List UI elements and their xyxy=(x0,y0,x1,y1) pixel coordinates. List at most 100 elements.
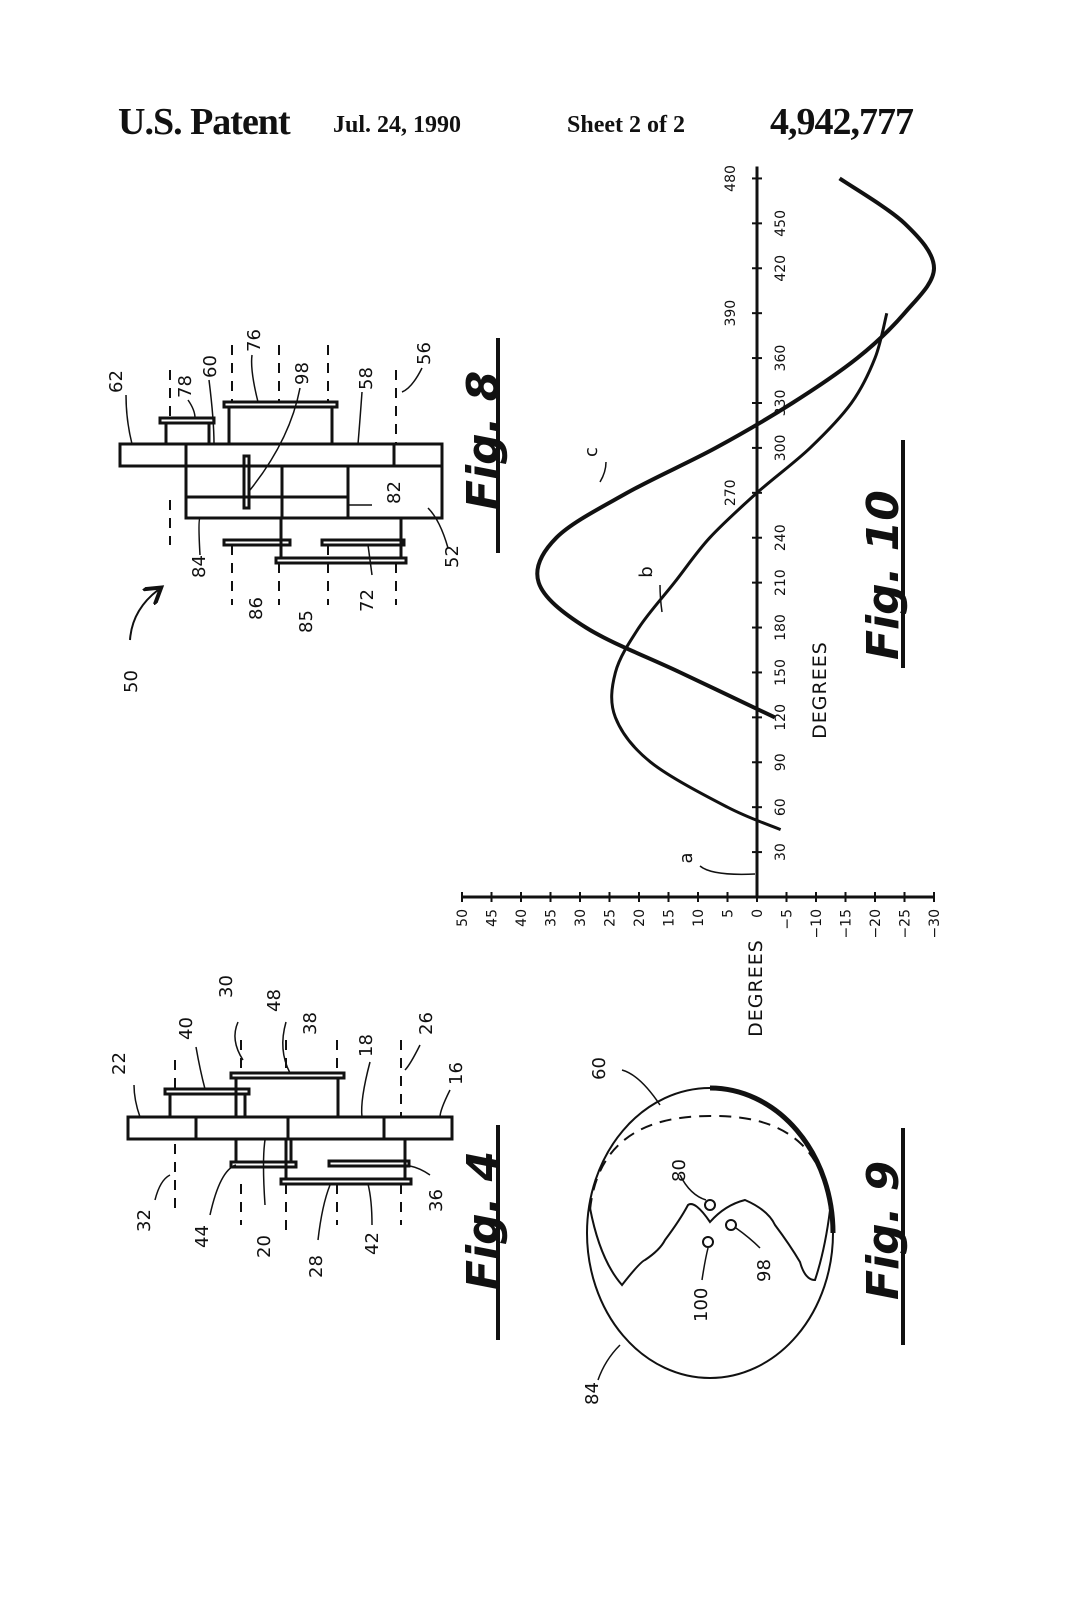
series-c-line xyxy=(535,176,937,720)
y-tick-label: 35 xyxy=(544,909,560,927)
y-tick-label: 45 xyxy=(485,909,501,927)
fig4-main-block xyxy=(126,1115,454,1141)
fig9-dashed-arc xyxy=(589,1114,831,1211)
fig4-ref-44: 44 xyxy=(192,1225,213,1248)
doc-type: U.S. Patent xyxy=(118,101,291,143)
fig4-ref-22: 22 xyxy=(109,1052,130,1075)
y-tick-label: 10 xyxy=(691,909,707,927)
fig8-ref-98: 98 xyxy=(292,362,313,385)
x-tick-label: 210 xyxy=(773,569,789,596)
curve-label-a: a xyxy=(676,852,697,863)
fig8-plate-78 xyxy=(158,416,216,425)
fig8-ref-86: 86 xyxy=(246,597,267,620)
fig9-cam-profile xyxy=(589,1198,831,1287)
patent-number: 4,942,777 xyxy=(770,101,914,143)
y-tick-label: −5 xyxy=(780,909,796,930)
fig9-ref-80: 80 xyxy=(669,1159,690,1182)
fig8-plate-86 xyxy=(222,538,292,547)
fig4-ref-40: 40 xyxy=(176,1017,197,1040)
fig8-ref-85: 85 xyxy=(296,610,317,633)
fig4-ref-36: 36 xyxy=(426,1189,447,1212)
x-tick-label: 300 xyxy=(773,435,789,462)
fig4-ref-18: 18 xyxy=(356,1034,377,1057)
patent-date: Jul. 24, 1990 xyxy=(333,112,462,138)
x-tick-label: 360 xyxy=(773,345,789,372)
fig4-ref-38: 38 xyxy=(300,1012,321,1035)
x-tick-label: 150 xyxy=(773,659,789,686)
x-axis-title: DEGREES xyxy=(809,641,831,739)
fig-10-chart: 3060901201501802102402703003303603904204… xyxy=(455,165,943,1037)
fig4-ref-30: 30 xyxy=(216,975,237,998)
fig4-ref-48: 48 xyxy=(264,989,285,1012)
fig8-ref-82: 82 xyxy=(384,481,405,504)
y-tick-label: −30 xyxy=(927,909,943,939)
y-tick-label: −25 xyxy=(898,909,914,939)
fig8-ref-50: 50 xyxy=(121,670,142,693)
fig8-ref-56: 56 xyxy=(414,342,435,365)
fig8-ref-84: 84 xyxy=(189,555,210,578)
fig9-ref-100: 100 xyxy=(691,1288,712,1322)
fig8-shaft-98 xyxy=(242,454,251,510)
fig-8-diagram xyxy=(118,345,449,641)
y-tick-label: 30 xyxy=(573,909,589,927)
fig4-ref-26: 26 xyxy=(416,1012,437,1035)
fig8-ref-60: 60 xyxy=(200,355,221,378)
fig9-point-100 xyxy=(702,1236,714,1248)
fig4-plate-42 xyxy=(279,1177,413,1186)
y-tick-label: −20 xyxy=(868,909,884,939)
fig9-point-80 xyxy=(704,1199,716,1211)
x-tick-label: 120 xyxy=(773,704,789,731)
fig9-ref-98: 98 xyxy=(754,1259,775,1282)
fig8-ref-72: 72 xyxy=(357,589,378,612)
fig-9-diagram xyxy=(586,1069,836,1381)
y-tick-label: −15 xyxy=(839,909,855,939)
fig-4-diagram xyxy=(126,1021,454,1241)
y-tick-label: 5 xyxy=(721,909,737,918)
fig9-point-98 xyxy=(725,1219,737,1231)
curve-a-leader xyxy=(699,865,756,876)
y-axis-title: DEGREES xyxy=(745,939,767,1037)
fig8-caption: Fig. 8 xyxy=(458,371,509,510)
fig8-ref-62: 62 xyxy=(106,370,127,393)
fig4-ref-42: 42 xyxy=(362,1232,383,1255)
y-tick-label: 20 xyxy=(632,909,648,927)
curve-label-b: b xyxy=(636,566,657,577)
y-tick-label: 40 xyxy=(514,909,530,927)
series-b-line xyxy=(610,312,889,832)
y-tick-label: 0 xyxy=(750,909,766,918)
fig4-ref-20: 20 xyxy=(254,1235,275,1258)
fig9-caption: Fig. 9 xyxy=(858,1161,909,1300)
fig9-ref-60: 60 xyxy=(589,1057,610,1080)
fig4-ref-32: 32 xyxy=(134,1209,155,1232)
x-tick-label: 240 xyxy=(773,524,789,551)
fig8-plate-76 xyxy=(222,400,339,409)
fig8-ref-76: 76 xyxy=(244,329,265,352)
fig4-plate-40 xyxy=(163,1087,251,1096)
y-tick-label: 15 xyxy=(662,909,678,927)
x-tick-label: 180 xyxy=(773,614,789,641)
x-tick-label: 30 xyxy=(773,843,789,861)
x-tick-label: 450 xyxy=(773,210,789,237)
fig4-plate-36 xyxy=(327,1159,411,1168)
fig4-ref-28: 28 xyxy=(306,1255,327,1278)
curve-c-leader xyxy=(599,461,607,483)
fig8-plate-85 xyxy=(274,556,408,565)
fig8-plate-72 xyxy=(320,538,406,547)
fig8-ref-52: 52 xyxy=(442,545,463,568)
y-tick-label: 50 xyxy=(455,909,471,927)
x-tick-label: 270 xyxy=(723,479,739,506)
fig4-plate-38 xyxy=(229,1071,346,1080)
fig4-caption: Fig. 4 xyxy=(458,1151,509,1290)
sheet-number: Sheet 2 of 2 xyxy=(567,112,685,138)
fig10-caption: Fig. 10 xyxy=(858,490,909,660)
fig8-ref-58: 58 xyxy=(356,367,377,390)
fig8-ref-78: 78 xyxy=(175,375,196,398)
x-tick-label: 390 xyxy=(723,300,739,327)
fig4-ref-16: 16 xyxy=(446,1062,467,1085)
y-tick-label: 25 xyxy=(603,909,619,927)
curve-b-leader xyxy=(659,584,663,613)
x-tick-label: 480 xyxy=(723,165,739,192)
x-tick-label: 60 xyxy=(773,798,789,816)
fig9-disc-60-rim xyxy=(709,1085,836,1234)
